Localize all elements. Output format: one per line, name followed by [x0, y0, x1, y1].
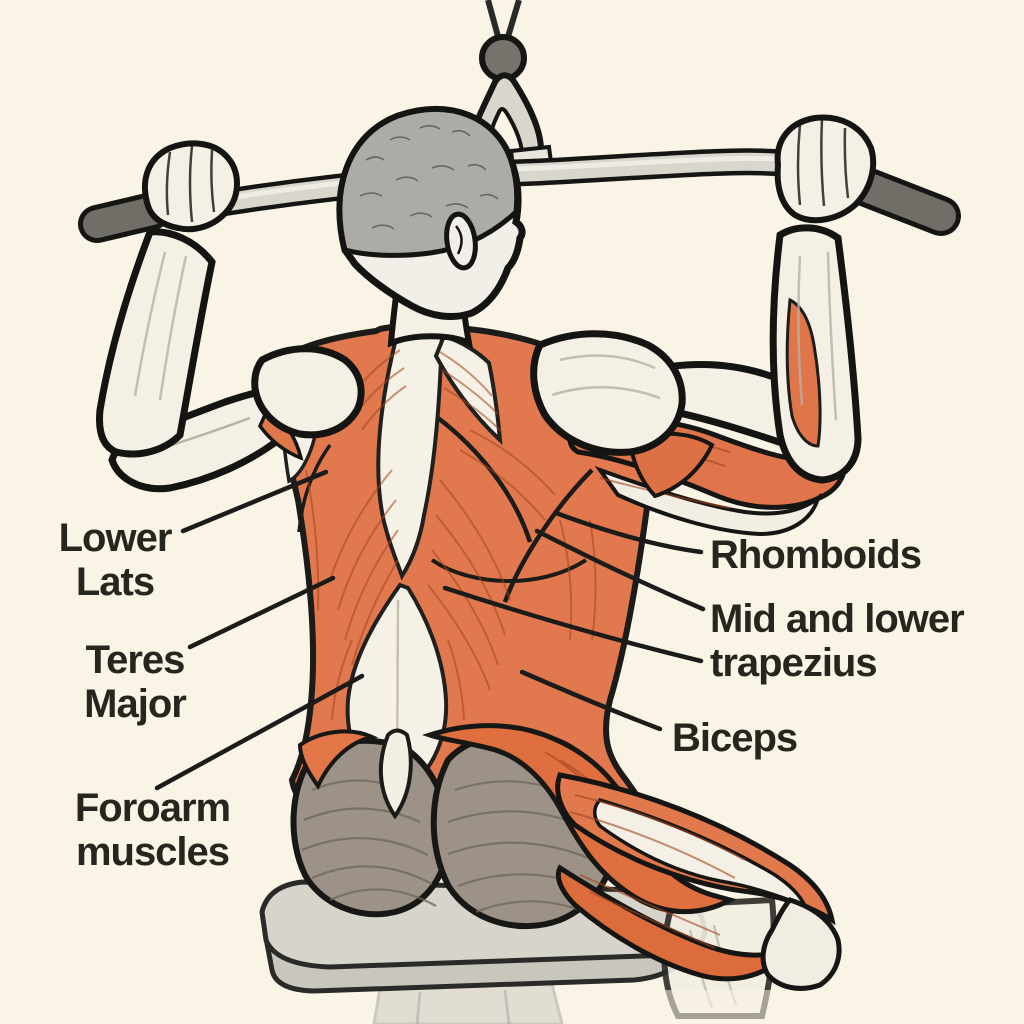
- brachioradialis-muscle: [785, 297, 822, 448]
- leader-teres-major: [187, 575, 336, 650]
- muscle-striations: [305, 349, 597, 721]
- leader-biceps: [519, 669, 663, 732]
- leader-mid-trap-2: [442, 585, 704, 664]
- label-rhomboids: Rhomboids: [710, 533, 922, 577]
- it-band-fascia: [593, 798, 809, 910]
- sacrum-fascia: [378, 728, 413, 820]
- hip-muscle-left: [297, 729, 379, 790]
- label-biceps: Biceps: [672, 716, 798, 760]
- knee: [760, 897, 842, 991]
- label-forearm-muscles: Foroarm muscles: [74, 786, 231, 874]
- leader-lines: [154, 469, 706, 791]
- hair: [337, 106, 520, 258]
- leader-lower-lats: [180, 469, 329, 534]
- label-lower-lats: Lower Lats: [58, 516, 173, 604]
- right-hand: [774, 114, 877, 224]
- leader-forearm-muscles: [154, 673, 365, 791]
- left-arm: [96, 140, 304, 493]
- leader-rhomboids: [553, 510, 704, 555]
- label-teres-major: Teres Major: [84, 638, 187, 726]
- leader-mid-trap-1: [534, 528, 706, 612]
- label-mid-lower-trapezius: Mid and lower trapezius: [710, 597, 965, 685]
- left-forearm: [96, 228, 216, 458]
- right-thigh: [555, 772, 842, 991]
- hair-texture: [359, 124, 499, 230]
- deltoid-left: [251, 345, 365, 439]
- head-and-neck: [336, 105, 526, 349]
